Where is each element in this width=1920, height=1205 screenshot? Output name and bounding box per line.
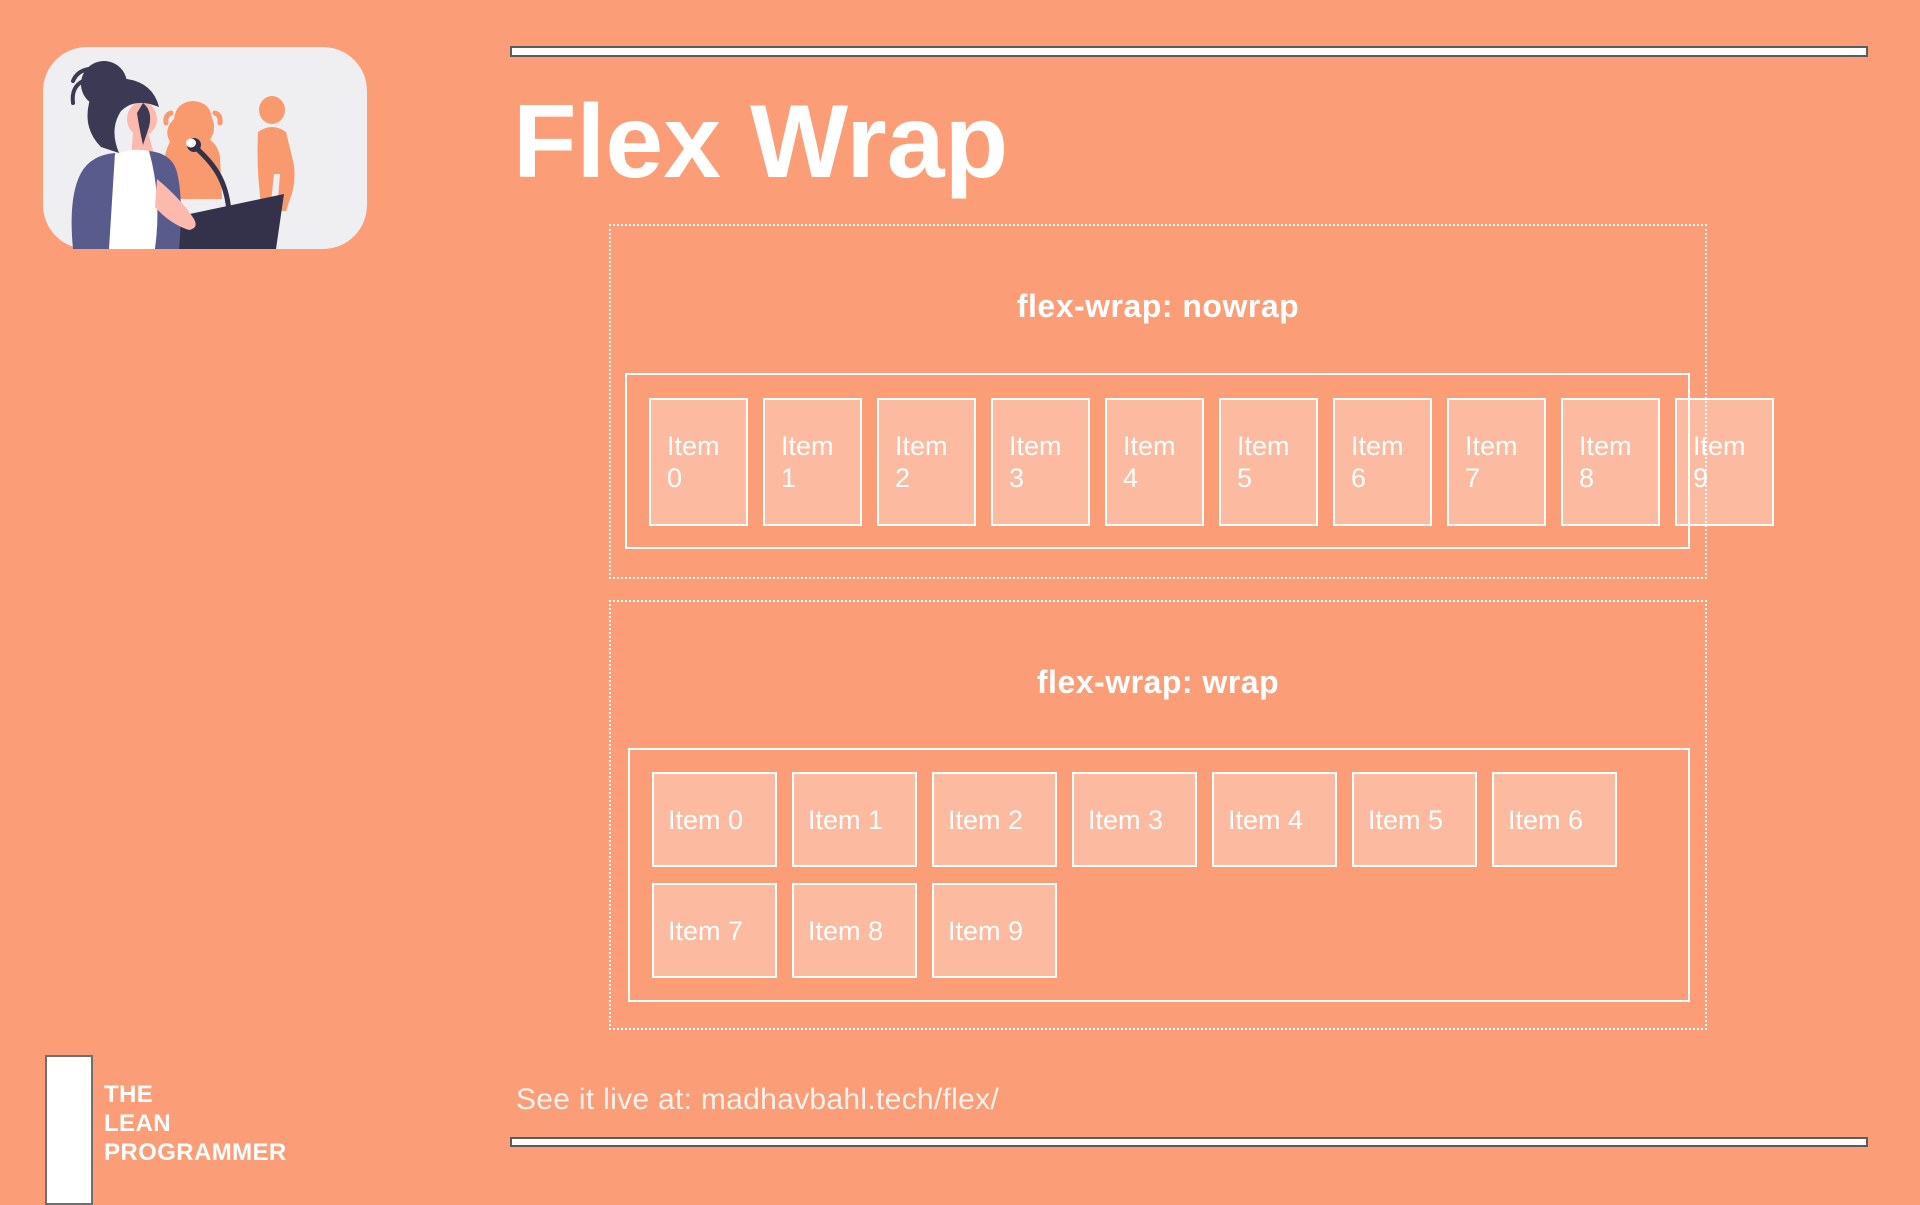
speaker-woman [70, 61, 196, 249]
microphone-stand [192, 144, 232, 214]
nowrap-demo-label: flex-wrap: nowrap [1016, 288, 1300, 324]
flex-item: Item 5 [1352, 772, 1477, 867]
logo-line-2: LEAN [104, 1110, 171, 1137]
flex-item: Item 3 [1072, 772, 1197, 867]
flex-item-label: Item 5 [1368, 804, 1444, 835]
top-divider-bar [510, 46, 1868, 57]
flex-item-label: Item 8 [808, 915, 884, 946]
flex-item-label: Item 3 [1088, 804, 1164, 835]
flex-item: Item 2 [932, 772, 1057, 867]
bottom-divider-bar [510, 1137, 1868, 1147]
shirt [105, 149, 163, 249]
flex-item-label: Item 7 [668, 915, 744, 946]
wrap-demo-box: flex-wrap: wrap Item 0 Item 1 Item 2 Ite… [609, 600, 1707, 1030]
flex-item: Item 9 [932, 883, 1057, 978]
arm [155, 179, 196, 230]
logo-line-3: PROGRAMMER [104, 1139, 287, 1166]
flex-item: Item 4 [1212, 772, 1337, 867]
wrap-demo-label: flex-wrap: wrap [1036, 664, 1280, 700]
flex-item: Item 1 [792, 772, 917, 867]
flex-item-label: Item 2 [948, 804, 1024, 835]
page-title: Flex Wrap [513, 84, 1009, 200]
logo-wordmark: THE LEAN PROGRAMMER [104, 1080, 287, 1167]
cardigan-left [71, 153, 115, 249]
wrap-flex-container: Item 0 Item 1 Item 2 Item 3 Item 4 Item … [628, 748, 1690, 1002]
flex-item: Item 7 [652, 883, 777, 978]
hair [70, 61, 159, 153]
flex-item-label: Item 4 [1228, 804, 1304, 835]
flex-item: Item 8 [792, 883, 917, 978]
speaker-podium-illustration [43, 47, 367, 249]
flex-item-label: Item 1 [808, 804, 884, 835]
podium [152, 138, 284, 249]
footer-link-text: See it live at: madhavbahl.tech/flex/ [516, 1083, 1000, 1116]
flex-item: Item 6 [1492, 772, 1617, 867]
flex-item-label: Item 0 [668, 804, 744, 835]
logo-line-1: THE [104, 1081, 154, 1108]
audience-man-silhouette [257, 96, 295, 211]
flex-item-label: Item 9 [948, 915, 1024, 946]
logo-accent-bar [45, 1055, 93, 1205]
flex-item-label: Item 6 [1508, 804, 1584, 835]
flex-item: Item 0 [652, 772, 777, 867]
